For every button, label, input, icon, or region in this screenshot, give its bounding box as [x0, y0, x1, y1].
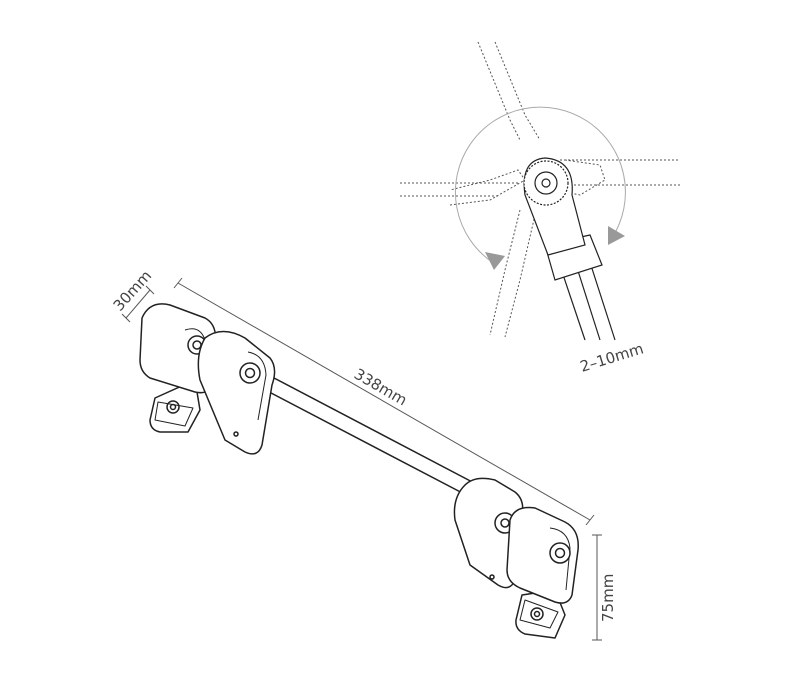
right-clamp: [453, 477, 579, 639]
rotation-detail: [400, 41, 680, 341]
rotation-arc: [454, 106, 626, 263]
width-dimension-label: 30mm: [110, 267, 156, 315]
crossbar-rod: [249, 367, 479, 498]
clamp-arm: [523, 157, 616, 341]
left-clamp: [139, 303, 276, 455]
dimension-lines: [121, 277, 602, 641]
thickness-range-label: 2–10mm: [578, 340, 646, 376]
height-dimension-label: 75mm: [599, 574, 617, 622]
arrow-right-icon: [608, 226, 625, 245]
arrow-left-icon: [485, 252, 505, 270]
